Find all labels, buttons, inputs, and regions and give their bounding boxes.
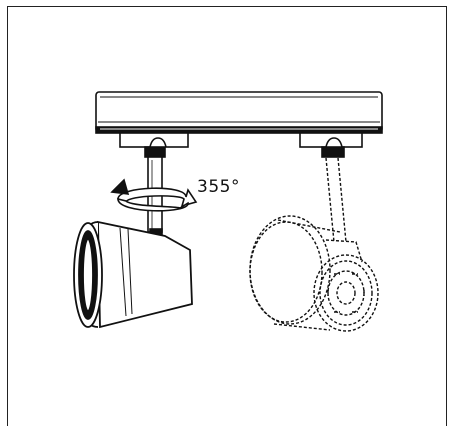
track-rail bbox=[95, 91, 383, 134]
right-adapter bbox=[299, 132, 363, 158]
figure-frame bbox=[7, 6, 447, 426]
right-lamp-head-rotated bbox=[249, 157, 379, 332]
rotation-arrow-icon bbox=[110, 178, 198, 212]
left-lamp-head bbox=[73, 220, 193, 329]
left-adapter bbox=[119, 132, 189, 238]
rotation-angle-label: 355° bbox=[197, 177, 240, 197]
